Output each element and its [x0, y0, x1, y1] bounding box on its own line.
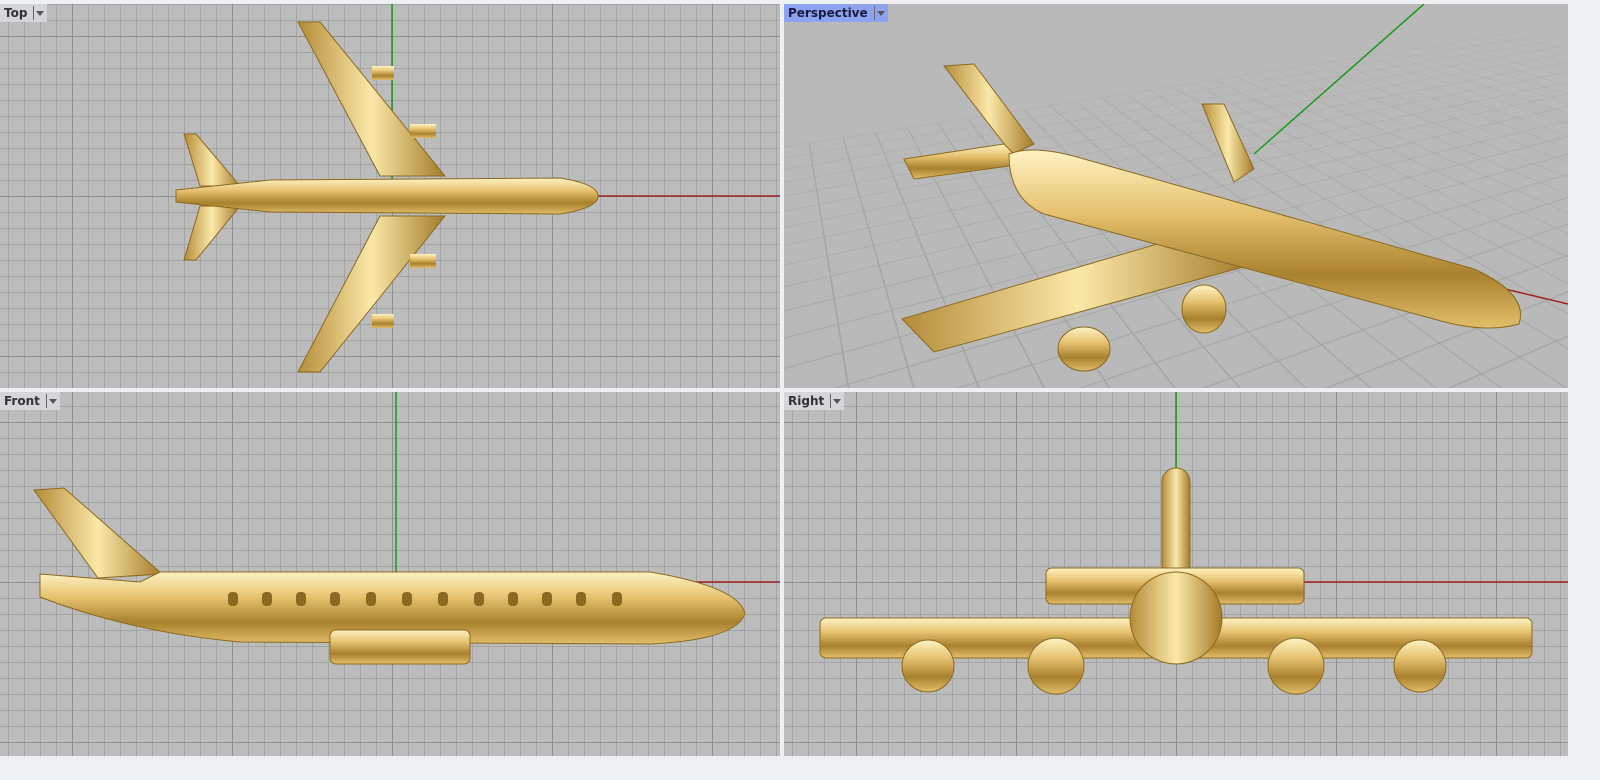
wing-left — [298, 22, 445, 176]
engine — [372, 314, 394, 328]
viewport-label-top[interactable]: Top — [0, 4, 47, 22]
viewport-title: Top — [4, 6, 27, 20]
viewport-label-front[interactable]: Front — [0, 392, 60, 410]
fuselage — [176, 178, 598, 214]
wing-right — [298, 216, 445, 372]
viewport-top[interactable]: Top — [0, 4, 780, 388]
dropdown-arrow-icon[interactable] — [46, 394, 57, 408]
engine — [410, 254, 436, 268]
stabilizer — [184, 206, 240, 260]
dropdown-arrow-icon[interactable] — [830, 394, 841, 408]
viewport-front[interactable]: Front — [0, 392, 780, 756]
engine — [372, 66, 394, 80]
viewport-label-perspective[interactable]: Perspective — [784, 4, 888, 22]
engine — [410, 124, 436, 138]
dropdown-arrow-icon[interactable] — [33, 6, 44, 20]
perspective-view-model — [784, 4, 1568, 388]
dropdown-arrow-icon[interactable] — [874, 6, 885, 20]
stabilizer — [184, 134, 240, 186]
viewport-title: Perspective — [788, 6, 868, 20]
viewport-label-right[interactable]: Right — [784, 392, 844, 410]
front-view-model — [0, 392, 780, 756]
viewport-title: Right — [788, 394, 824, 408]
viewport-perspective[interactable]: Perspective — [784, 4, 1568, 388]
top-view-model — [0, 4, 780, 388]
right-view-model — [784, 392, 1568, 756]
viewport-title: Front — [4, 394, 40, 408]
viewport-right[interactable]: Right — [784, 392, 1568, 756]
